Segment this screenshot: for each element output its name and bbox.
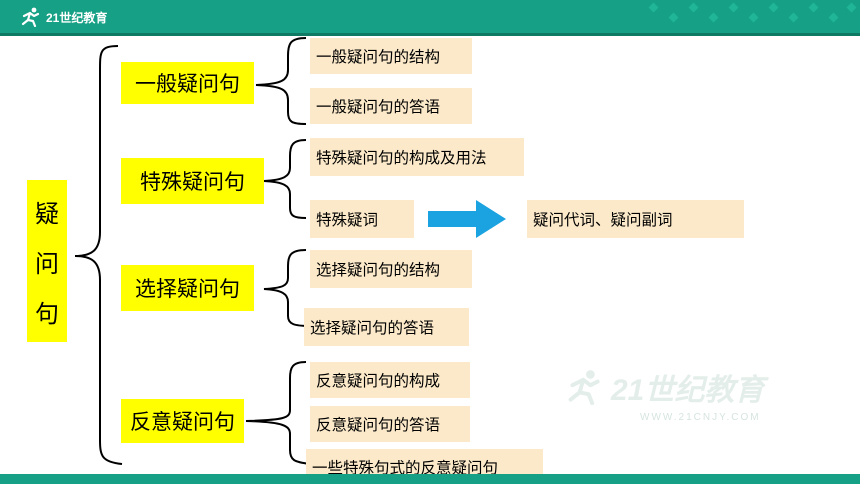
logo-text: 21世纪教育 [46,10,108,25]
brace-general [255,37,307,125]
leaf-special-target: 疑问代词、疑问副词 [527,200,744,238]
brace-choice [263,249,311,327]
root-brace [74,45,123,465]
leaf-general-structure: 一般疑问句的结构 [310,38,472,74]
category-choice: 选择疑问句 [121,265,254,311]
category-tag: 反意疑问句 [121,399,244,443]
leaf-general-answer: 一般疑问句的答语 [310,88,472,124]
category-special: 特殊疑问句 [121,158,264,204]
root-char-2: 问 [35,249,59,278]
header-stripe [0,33,860,36]
root-char-3: 句 [35,299,59,328]
watermark-text: 21世纪教育 [611,374,765,407]
category-general: 一般疑问句 [121,62,254,104]
watermark-sub: WWW.21CNJY.COM [640,412,761,423]
brace-tag [245,361,311,465]
footer-bar [0,474,860,484]
logo: 21世纪教育 [20,6,107,28]
header-dot-pattern [648,2,857,23]
root-char-1: 疑 [35,199,59,228]
arrow-icon [428,200,506,238]
leaf-special-usage: 特殊疑问句的构成及用法 [310,138,524,176]
leaf-tag-structure: 反意疑问句的构成 [310,362,470,398]
root-node: 疑 问 句 [27,180,67,342]
leaf-tag-answer: 反意疑问句的答语 [310,406,470,442]
runner-logo-icon [21,7,40,27]
watermark: 21世纪教育 [565,365,764,409]
leaf-choice-structure: 选择疑问句的结构 [310,250,472,288]
watermark-runner-icon [568,370,600,405]
leaf-choice-answer: 选择疑问句的答语 [304,308,469,346]
brace-special [263,139,307,219]
leaf-special-words: 特殊疑词 [310,200,414,238]
